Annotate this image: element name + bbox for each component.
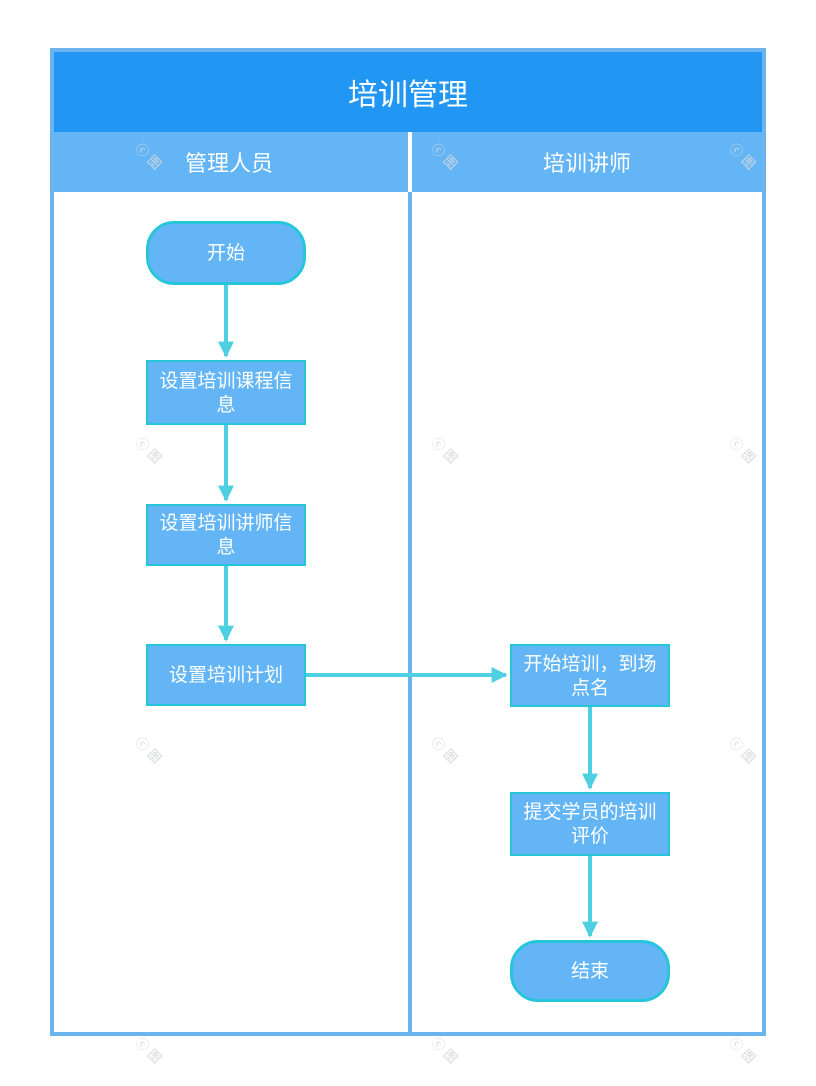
lane-divider [408, 192, 412, 1032]
lane-header-instructors: 培训讲师 [412, 132, 762, 192]
end-node: 结束 [510, 940, 670, 1002]
diagram-title: 培训管理 [54, 52, 762, 132]
set-course-info-node: 设置培训课程信息 [146, 360, 306, 425]
start-node: 开始 [146, 221, 306, 285]
submit-evaluation-node: 提交学员的培训评价 [510, 792, 670, 856]
begin-training-node: 开始培训，到场点名 [510, 644, 670, 707]
swimlane-diagram: 培训管理 管理人员 培训讲师 [50, 48, 766, 1036]
set-instructor-info-node: 设置培训讲师信息 [146, 504, 306, 566]
lane-header-managers: 管理人员 [54, 132, 408, 192]
set-training-plan-node: 设置培训计划 [146, 644, 306, 706]
